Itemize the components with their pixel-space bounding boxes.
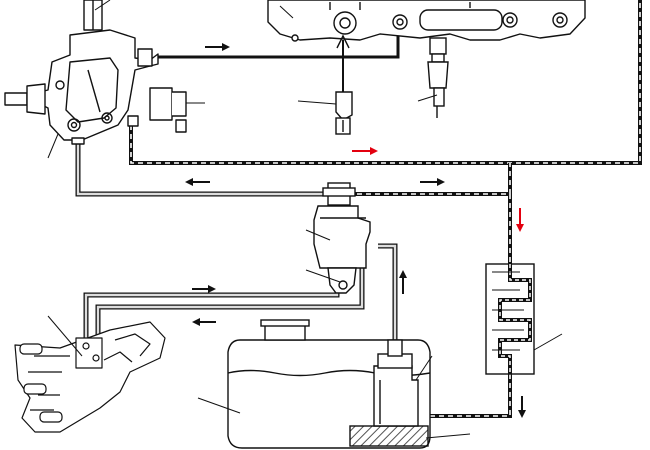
high-pressure-line: [156, 28, 400, 59]
high-pressure-pump: [4, 0, 187, 145]
arrow-return-right: [420, 178, 445, 186]
arrow-filter-up: [399, 270, 407, 294]
arrow-to-cooler: [516, 208, 524, 232]
in-tank-pump: [373, 339, 419, 427]
pressure-regulator: [427, 37, 449, 118]
rail-pressure-sensor: [335, 34, 353, 135]
arrow-heater-return: [192, 318, 216, 326]
arrow-return-left: [185, 178, 210, 186]
arrow-rail-return: [352, 147, 378, 155]
return-line-dashed: [129, 0, 642, 418]
fuel-filter: [313, 182, 371, 294]
flow-arrows: [185, 43, 526, 418]
fuel-rail: [267, 0, 586, 42]
arrow-heater-feed: [192, 285, 216, 293]
arrow-pump-to-rail: [205, 43, 230, 51]
fuel-cooler: [485, 263, 535, 375]
leader-lines: [47, 0, 563, 439]
fuel-heater: [14, 321, 166, 433]
arrow-cooler-out: [518, 396, 526, 418]
